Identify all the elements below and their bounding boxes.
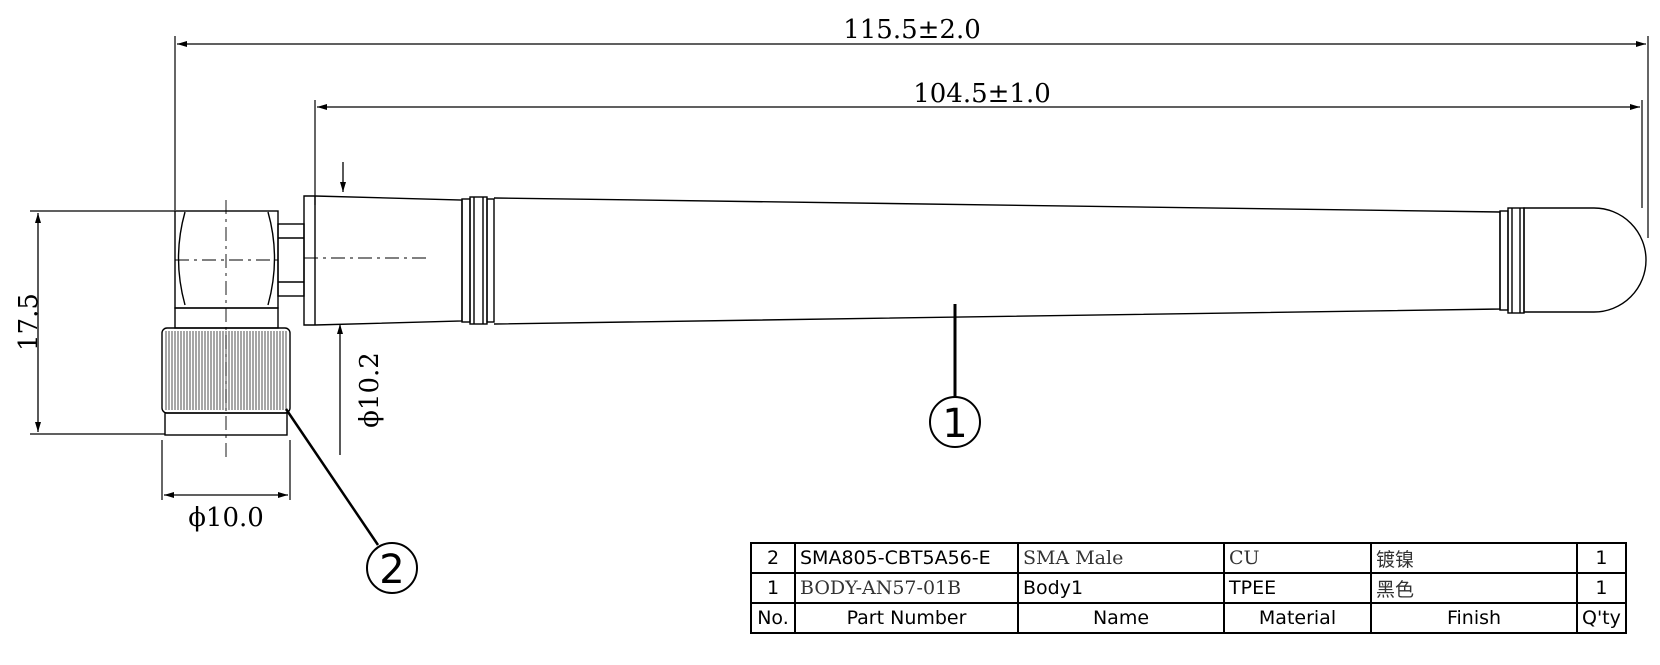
bom-qty: 1	[1576, 542, 1627, 574]
bom-part-number: BODY-AN57-01B	[794, 572, 1019, 604]
table-row: 2 SMA805-CBT5A56-E SMA Male CU 镀镍 1	[750, 542, 1627, 574]
bom-header-no: No.	[750, 602, 796, 634]
bom-name: Body1	[1017, 572, 1225, 604]
sma-connector	[174, 200, 430, 460]
bom-part-number: SMA805-CBT5A56-E	[794, 542, 1019, 574]
connector-height-label: 17.5	[14, 293, 44, 351]
bom-header-qty: Q'ty	[1576, 602, 1627, 634]
connector-callout-circle	[366, 542, 418, 594]
body-length-label: 104.5±1.0	[913, 79, 1051, 109]
nut-diameter-label: ϕ10.0	[188, 503, 264, 533]
bom-material: CU	[1223, 542, 1372, 574]
knurled-nut	[161, 327, 291, 436]
nut-knurling	[165, 331, 287, 410]
bom-no: 2	[750, 542, 796, 574]
bom-qty: 1	[1576, 572, 1627, 604]
body-diameter-label: ϕ10.2	[355, 352, 385, 428]
bom-finish: 镀镍	[1370, 542, 1578, 574]
overall-length-label: 115.5±2.0	[843, 15, 981, 45]
antenna-body	[303, 195, 1647, 326]
connector-leader-line	[284, 408, 380, 546]
extension-lines	[30, 36, 1649, 500]
bill-of-materials-table: 2 SMA805-CBT5A56-E SMA Male CU 镀镍 1 1 BO…	[750, 542, 1627, 634]
table-header-row: No. Part Number Name Material Finish Q't…	[750, 602, 1627, 634]
body-callout-circle	[929, 396, 981, 448]
table-row: 1 BODY-AN57-01B Body1 TPEE 黑色 1	[750, 572, 1627, 604]
bom-header-finish: Finish	[1370, 602, 1578, 634]
body-callout-number: 1	[942, 401, 967, 447]
bom-header-name: Name	[1017, 602, 1225, 634]
bom-finish: 黑色	[1370, 572, 1578, 604]
connector-callout-number: 2	[379, 547, 404, 593]
body-diameter-dim-arrows	[337, 162, 346, 455]
bom-header-part-number: Part Number	[794, 602, 1019, 634]
bom-no: 1	[750, 572, 796, 604]
bom-material: TPEE	[1223, 572, 1372, 604]
bom-header-material: Material	[1223, 602, 1372, 634]
bom-name: SMA Male	[1017, 542, 1225, 574]
